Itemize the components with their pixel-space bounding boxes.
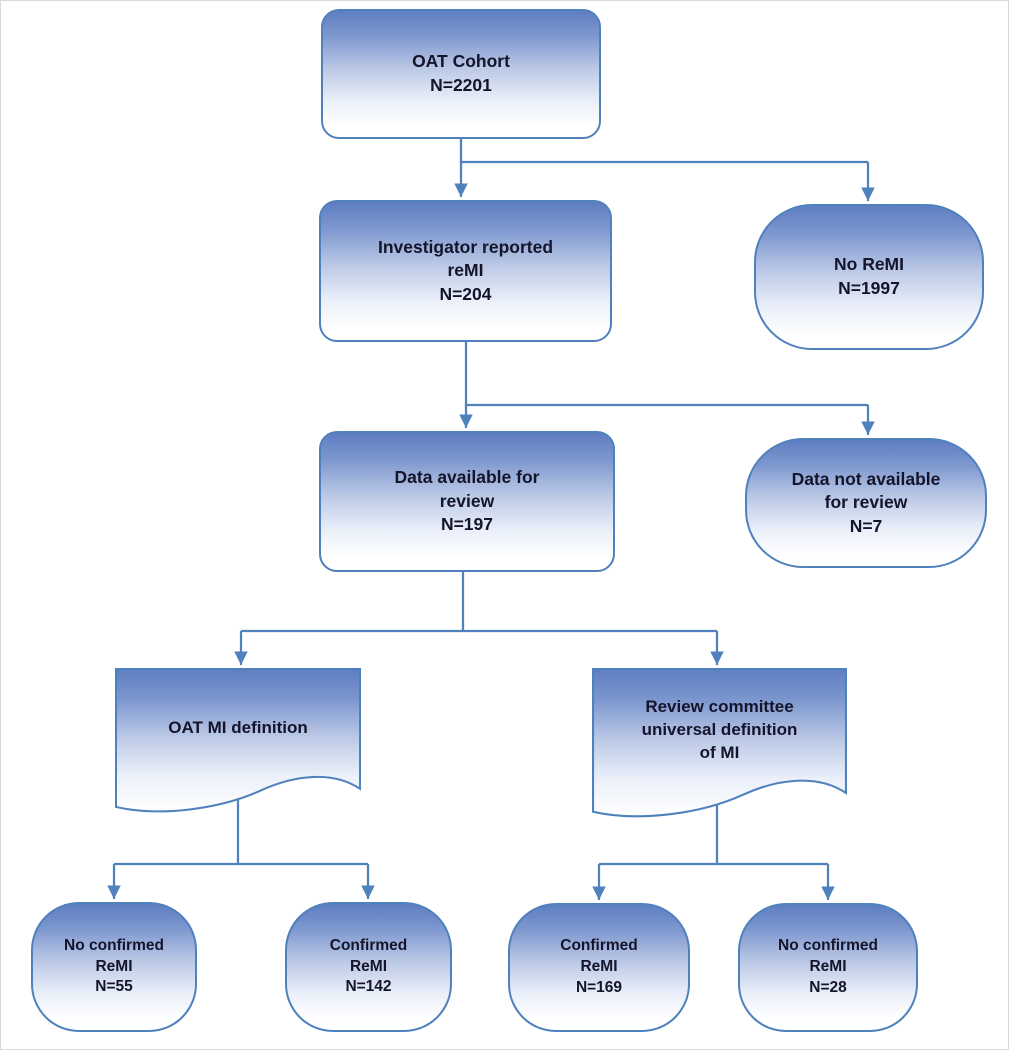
node-review-committee: Review committee universal definition of… [592,668,847,819]
node-confirmed-remi-142: Confirmed ReMI N=142 [285,902,452,1032]
node-oat-cohort: OAT Cohort N=2201 [321,9,601,139]
node-investigator-remi: Investigator reported reMI N=204 [319,200,612,342]
node-oat-cohort-label: OAT Cohort N=2201 [412,51,510,95]
edge-trunk-level3 [241,572,717,633]
edge-trunk-level2 [464,342,868,407]
node-no-remi: No ReMI N=1997 [754,204,984,350]
node-oat-mi-definition: OAT MI definition [115,668,361,814]
document-shape [592,668,847,818]
node-data-not-available: Data not available for review N=7 [745,438,987,568]
document-shape [115,668,361,813]
node-review-committee-label: Review committee universal definition of… [641,697,798,762]
node-oat-mi-definition-label: OAT MI definition [168,717,308,737]
node-investigator-remi-label: Investigator reported reMI N=204 [377,236,554,304]
node-data-available: Data available for review N=197 [319,431,615,572]
node-no-confirmed-remi-55-label: No confirmed ReMI N=55 [64,936,164,996]
node-no-confirmed-remi-28: No confirmed ReMI N=28 [738,903,918,1032]
edge-trunk-level1 [459,139,868,164]
node-data-available-label: Data available for review N=197 [394,467,540,535]
node-confirmed-remi-169: Confirmed ReMI N=169 [508,903,690,1032]
node-data-not-available-label: Data not available for review N=7 [791,468,941,536]
node-no-confirmed-remi-28-label: No confirmed ReMI N=28 [778,937,878,996]
node-no-confirmed-remi-55: No confirmed ReMI N=55 [31,902,197,1032]
node-no-remi-label: No ReMI N=1997 [834,254,904,298]
node-confirmed-remi-142-label: Confirmed ReMI N=142 [329,936,408,996]
node-confirmed-remi-169-label: Confirmed ReMI N=169 [560,937,638,996]
